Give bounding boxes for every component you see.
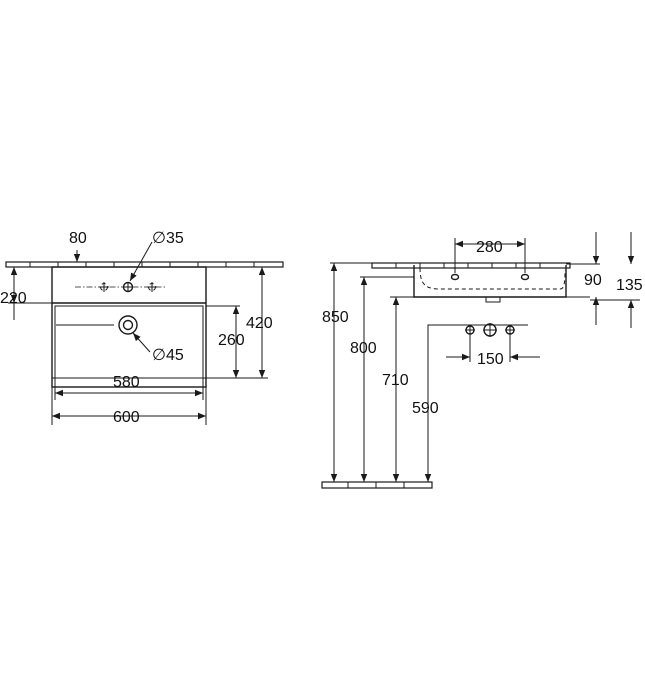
basin-outline-plan (51, 266, 207, 388)
dim-height-top: 850 (322, 263, 349, 482)
dim-height-bottom: 710 (382, 297, 409, 482)
dim-height-rim: 800 (350, 277, 377, 482)
label-depth-to-wall: 220 (0, 290, 27, 307)
dim-tap-spacing: 150 (446, 335, 540, 368)
dim-depth-total: 420 (206, 267, 273, 379)
wall-strip-side (371, 262, 571, 269)
drain-icon (118, 315, 138, 335)
dim-outer-width: 600 (51, 387, 207, 426)
label-drain-diameter: ∅45 (152, 347, 184, 364)
label-height-bottom: 710 (382, 372, 409, 389)
tap-holes-side (450, 273, 530, 281)
tap-connections-side (427, 323, 528, 337)
floor-strip (321, 481, 433, 489)
dim-bowl-height: 90 (566, 232, 602, 325)
label-inner-width: 580 (113, 374, 140, 391)
dim-inner-depth: 260 (206, 305, 245, 378)
label-height-trap: 590 (412, 400, 439, 417)
plan-view: 80 ∅35 220 420 260 ∅45 (0, 230, 284, 426)
label-bowl-height: 90 (584, 272, 602, 289)
dim-inner-width: 580 (54, 374, 204, 400)
label-height-top: 850 (322, 309, 349, 326)
basin-outline-side (413, 265, 590, 303)
dim-hole-offset: 80 (69, 230, 87, 262)
tap-hole-icon (520, 273, 530, 281)
dim-total-height: 135 (590, 232, 643, 328)
label-hole-spacing: 280 (476, 239, 503, 256)
dim-height-trap: 590 (412, 330, 439, 482)
label-hole-diameter: ∅35 (152, 230, 184, 247)
tap-hole-icon (450, 273, 460, 281)
wall-strip-plan (5, 261, 284, 268)
side-view: 280 90 135 (321, 232, 643, 489)
dim-hole-diameter: ∅35 (129, 230, 184, 282)
drain-plan (56, 315, 138, 335)
tap-holes-plan (75, 281, 165, 293)
label-depth-total: 420 (246, 315, 273, 332)
dim-hole-spacing: 280 (454, 238, 526, 273)
label-total-height: 135 (616, 277, 643, 294)
label-inner-depth: 260 (218, 332, 245, 349)
dim-depth-to-wall: 220 (0, 267, 56, 320)
label-tap-spacing: 150 (477, 351, 504, 368)
label-hole-offset: 80 (69, 230, 87, 247)
dim-drain-diameter: ∅45 (132, 332, 184, 364)
label-height-rim: 800 (350, 340, 377, 357)
label-outer-width: 600 (113, 409, 140, 426)
